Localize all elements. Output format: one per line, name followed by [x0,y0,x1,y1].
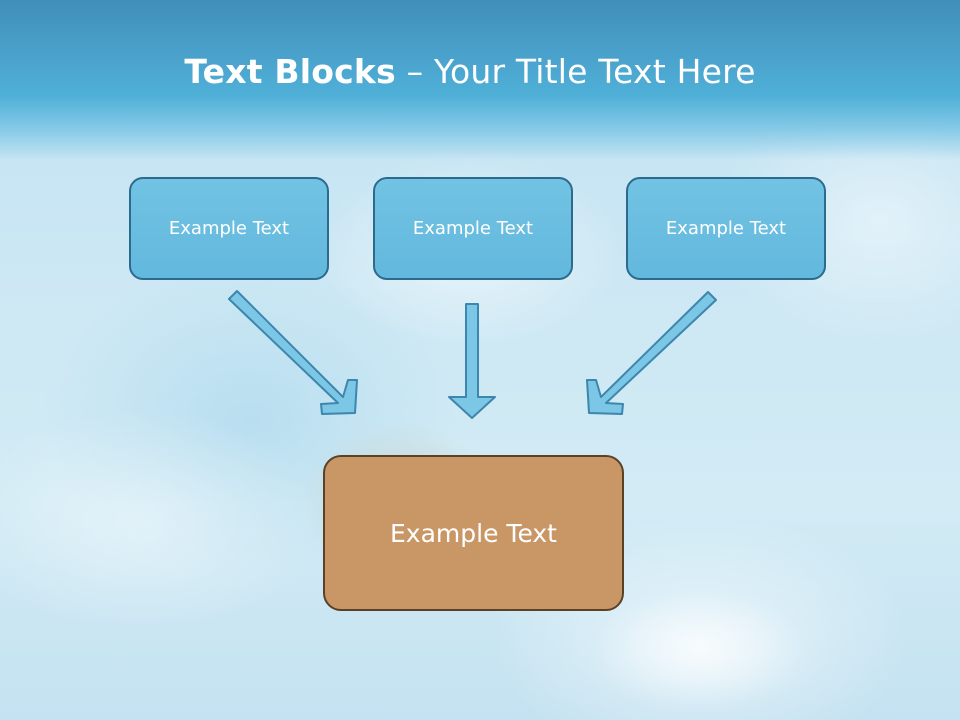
title-bold: Text Blocks [184,52,396,91]
text-block-center-label: Example Text [390,518,557,548]
slide-title: Text Blocks – Your Title Text Here [0,52,940,91]
text-block-label: Example Text [168,218,290,239]
title-bar [0,0,960,160]
text-block-label: Example Text [665,218,787,239]
title-rest: – Your Title Text Here [395,52,756,91]
text-block-center[interactable]: Example Text [323,455,624,611]
text-block-label: Example Text [412,218,534,239]
text-block-middle[interactable]: Example Text [373,177,573,280]
text-block-right[interactable]: Example Text [626,177,826,280]
text-block-left[interactable]: Example Text [129,177,329,280]
